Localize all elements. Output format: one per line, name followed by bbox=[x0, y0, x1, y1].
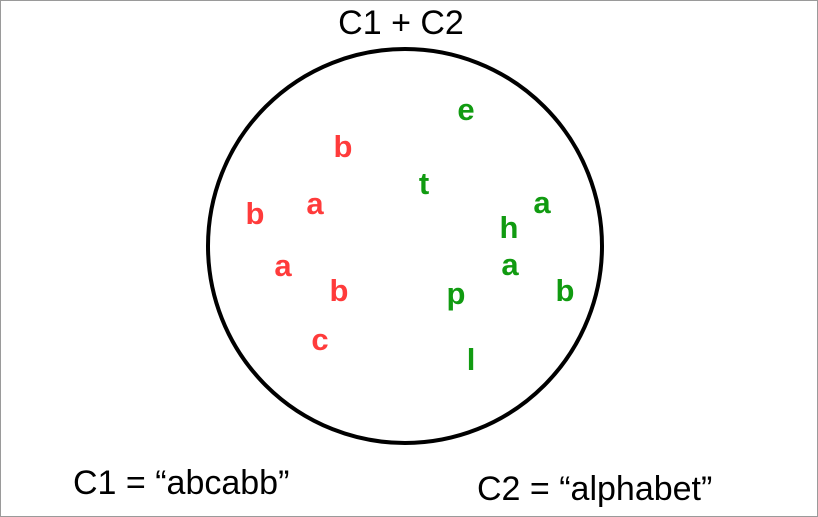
c2-letter: a bbox=[533, 185, 551, 220]
c2-caption: C2 = “alphabet” bbox=[477, 470, 713, 508]
c1-letter: a bbox=[306, 186, 324, 221]
c2-letter: b bbox=[555, 273, 575, 308]
combined-set-circle bbox=[206, 47, 604, 445]
c1-letter: b bbox=[333, 129, 353, 164]
c2-letter: l bbox=[466, 342, 476, 377]
c1-letter: c bbox=[311, 322, 329, 357]
c2-letter: p bbox=[446, 276, 466, 311]
c1-letter: b bbox=[245, 196, 265, 231]
c2-letter: e bbox=[457, 92, 475, 127]
c1-letter: a bbox=[274, 248, 292, 283]
c1-caption: C1 = “abcabb” bbox=[73, 464, 290, 502]
c1-letter: b bbox=[329, 273, 349, 308]
c2-letter: a bbox=[501, 247, 519, 282]
c2-letter: h bbox=[499, 210, 519, 245]
diagram-title: C1 + C2 bbox=[338, 4, 464, 42]
c2-letter: t bbox=[418, 166, 430, 201]
